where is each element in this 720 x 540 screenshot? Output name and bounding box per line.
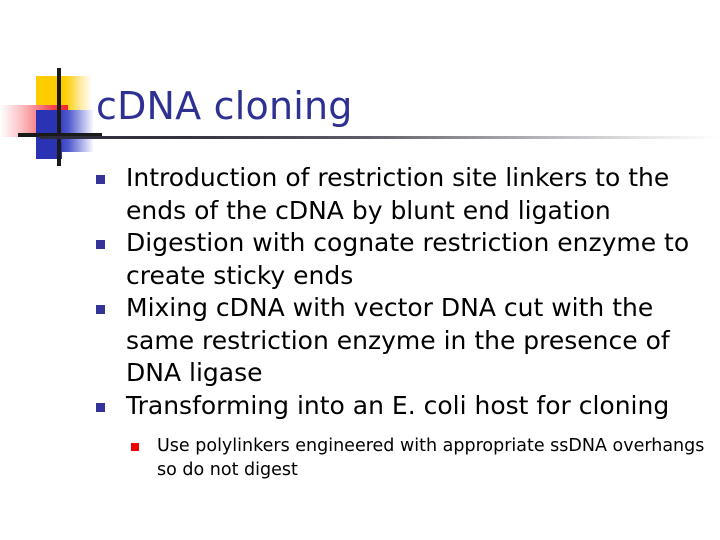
- list-item: Transforming into an E. coli host for cl…: [96, 390, 712, 423]
- list-item: Introduction of restriction site linkers…: [96, 162, 712, 227]
- sub-bullet-square-icon: [131, 443, 139, 451]
- bullet-square-icon: [96, 240, 105, 249]
- sub-bullet-list: Use polylinkers engineered with appropri…: [96, 434, 712, 482]
- bullet-text: Introduction of restriction site linkers…: [126, 163, 670, 225]
- yellow-square-shape: [36, 76, 92, 116]
- list-item: Digestion with cognate restriction enzym…: [96, 227, 712, 292]
- bullet-square-icon: [96, 305, 105, 314]
- slide-title: cDNA cloning: [96, 84, 353, 128]
- bullet-text: Digestion with cognate restriction enzym…: [126, 228, 690, 290]
- blue-square-shape: [36, 110, 94, 152]
- bullet-text: Mixing cDNA with vector DNA cut with the…: [126, 293, 670, 387]
- title-underline-rule: [39, 136, 719, 139]
- bullet-text: Transforming into an E. coli host for cl…: [126, 390, 670, 420]
- sub-list-item: Use polylinkers engineered with appropri…: [131, 434, 712, 482]
- red-square-shape: [0, 105, 68, 137]
- bullet-square-icon: [96, 175, 105, 184]
- vertical-rule-shape: [57, 68, 61, 166]
- list-item: Mixing cDNA with vector DNA cut with the…: [96, 292, 712, 390]
- bullet-square-icon: [96, 402, 105, 412]
- bullet-list: Introduction of restriction site linkers…: [96, 162, 712, 482]
- blue-square-foot-shape: [36, 143, 62, 159]
- sub-bullet-text: Use polylinkers engineered with appropri…: [157, 436, 705, 480]
